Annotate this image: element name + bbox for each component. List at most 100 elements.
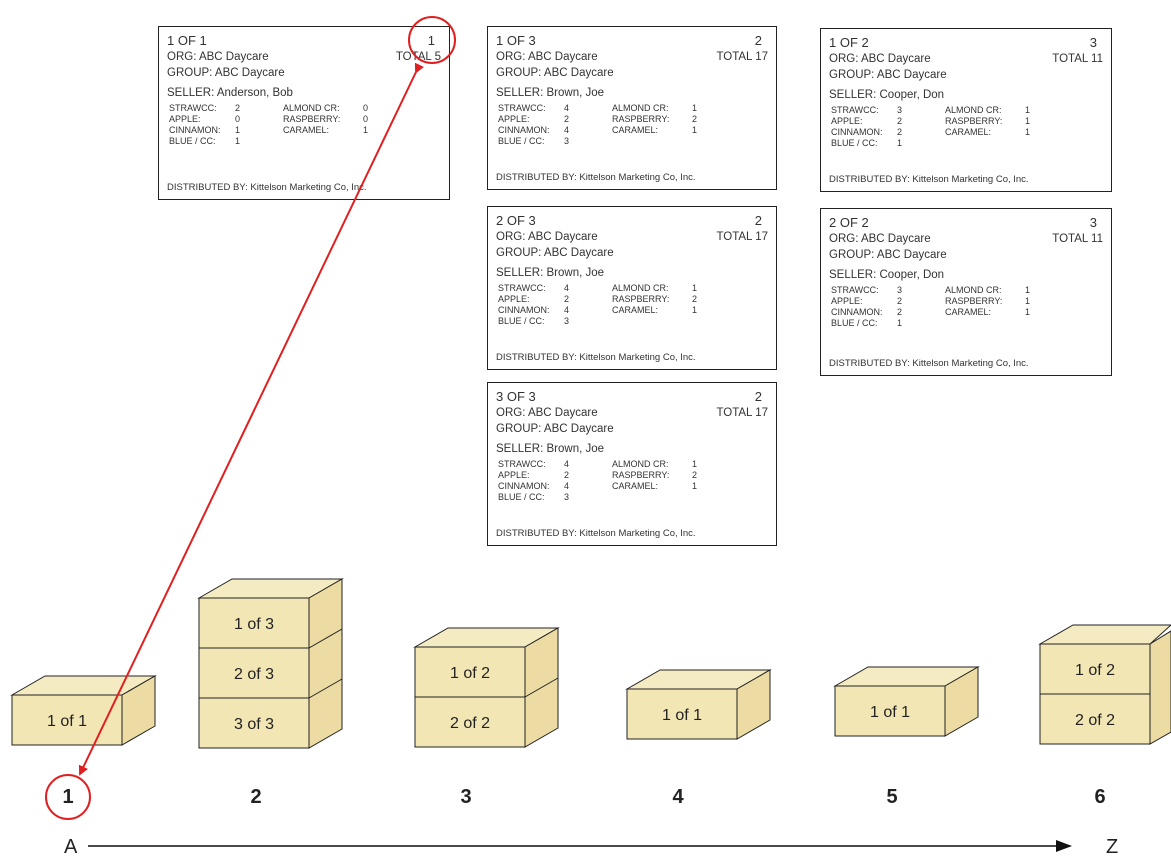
label-stack-number: 3: [1089, 35, 1097, 50]
flavor-qty: 1: [363, 125, 369, 135]
flavor-qty: 1: [692, 125, 698, 135]
label-stack-number: 2: [754, 33, 762, 48]
flavor-qty: 2: [564, 114, 570, 124]
flavor-row: APPLE:2: [831, 116, 902, 127]
flavor-qty: 1: [1025, 105, 1031, 115]
label-org: ORG: ABC Daycare: [496, 231, 598, 243]
flavor-name: APPLE:: [831, 296, 863, 306]
flavor-qty: 2: [564, 294, 570, 304]
label-stack-number: 3: [1089, 215, 1097, 230]
box-front: [626, 688, 738, 740]
flavor-row: ALMOND CR: 0: [283, 103, 368, 114]
flavor-name: RASPBERRY:: [945, 296, 1003, 306]
label-group: GROUP: ABC Daycare: [829, 69, 947, 81]
box-front: [1039, 643, 1151, 695]
flavor-name: CINNAMON:: [498, 481, 550, 491]
flavor-row: BLUE / CC:3: [498, 136, 569, 147]
position-number: 3: [460, 786, 472, 808]
flavor-qty: 3: [897, 285, 903, 295]
flavor-qty: 2: [897, 127, 903, 137]
flavor-name: RASPBERRY:: [283, 114, 341, 124]
box-front: [198, 697, 310, 749]
flavor-name: CARAMEL:: [612, 125, 659, 135]
flavor-row: RASPBERRY: 2: [612, 294, 697, 305]
box-label: 2 of 3: [234, 666, 274, 683]
flavor-row: STRAWCC:4: [498, 283, 569, 294]
flavor-qty: 1: [897, 318, 903, 328]
flavor-name: ALMOND CR:: [283, 103, 340, 113]
flavor-name: STRAWCC:: [831, 285, 879, 295]
flavor-row: ALMOND CR:1: [612, 103, 697, 114]
flavor-row: CARAMEL: 1: [612, 125, 697, 136]
flavor-qty: 1: [692, 103, 698, 113]
box-side: [121, 675, 156, 746]
flavor-row: RASPBERRY:0: [283, 114, 368, 125]
box-side: [308, 578, 343, 749]
box-top: [197, 578, 344, 599]
flavor-row: APPLE: 2: [831, 296, 902, 307]
flavor-qty: 1: [1025, 285, 1031, 295]
stack-2: 1 of 3 2 of 3 3 of 3: [197, 578, 344, 749]
flavor-qty: 4: [564, 283, 570, 293]
flavor-qty: 2: [897, 296, 903, 306]
label-seller: SELLER: Brown, Joe: [496, 267, 605, 279]
flavor-qty: 1: [1025, 116, 1031, 126]
flavor-qty: 1: [235, 125, 241, 135]
box-front: [414, 696, 526, 748]
flavor-row: BLUE / CC:1: [831, 318, 902, 329]
flavor-qty: 1: [692, 481, 698, 491]
flavor-row: CINNAMON:4: [498, 481, 569, 492]
flavor-name: CINNAMON:: [831, 127, 883, 137]
flavor-qty: 2: [692, 294, 698, 304]
flavor-row: BLUE / CC:1: [831, 138, 902, 149]
box-front: [414, 646, 526, 698]
flavor-row: BLUE / CC:3: [498, 492, 569, 503]
flavor-qty: 0: [363, 103, 369, 113]
position-number: 6: [1094, 786, 1106, 808]
flavor-qty: 1: [692, 283, 698, 293]
flavor-name: APPLE:: [498, 294, 530, 304]
position-number: 4: [672, 786, 684, 808]
flavor-name: ALMOND CR:: [612, 459, 669, 469]
box-label: 1 of 1: [662, 707, 702, 724]
box-top: [625, 669, 772, 690]
stack-3: 1 of 2 2 of 2: [413, 627, 560, 748]
flavor-name: STRAWCC:: [498, 459, 546, 469]
flavor-row: STRAWCC: 4: [498, 459, 569, 470]
label-group: GROUP: ABC Daycare: [496, 247, 614, 259]
box-side: [1149, 630, 1171, 745]
flavor-qty: 3: [564, 136, 570, 146]
flavor-name: RASPBERRY:: [612, 114, 670, 124]
label-seller: SELLER: Brown, Joe: [496, 87, 605, 99]
flavor-row: CINNAMON:4: [498, 125, 569, 136]
flavor-row: ALMOND CR:1: [945, 105, 1030, 116]
label-org: ORG: ABC Daycare: [496, 407, 598, 419]
flavor-row: ALMOND CR:1: [945, 285, 1030, 296]
flavor-name: RASPBERRY:: [612, 294, 670, 304]
flavor-name: STRAWCC:: [169, 103, 217, 113]
flavor-name: RASPBERRY:: [945, 116, 1003, 126]
flavor-name: APPLE:: [498, 470, 530, 480]
label-seller: SELLER: Brown, Joe: [496, 443, 605, 455]
box-label: 1 of 2: [1075, 662, 1115, 679]
flavor-row: APPLE: 2: [498, 294, 569, 305]
box-label: 1 of 3: [234, 616, 274, 633]
flavor-qty: 3: [897, 105, 903, 115]
flavor-qty: 4: [564, 459, 570, 469]
stack-4: 1 of 1: [625, 669, 772, 740]
flavor-qty: 1: [1025, 307, 1031, 317]
label-stack-number: 1: [427, 33, 435, 48]
box-side: [736, 669, 771, 740]
label-group: GROUP: ABC Daycare: [496, 67, 614, 79]
flavor-name: APPLE:: [498, 114, 530, 124]
flavor-qty: 4: [564, 305, 570, 315]
